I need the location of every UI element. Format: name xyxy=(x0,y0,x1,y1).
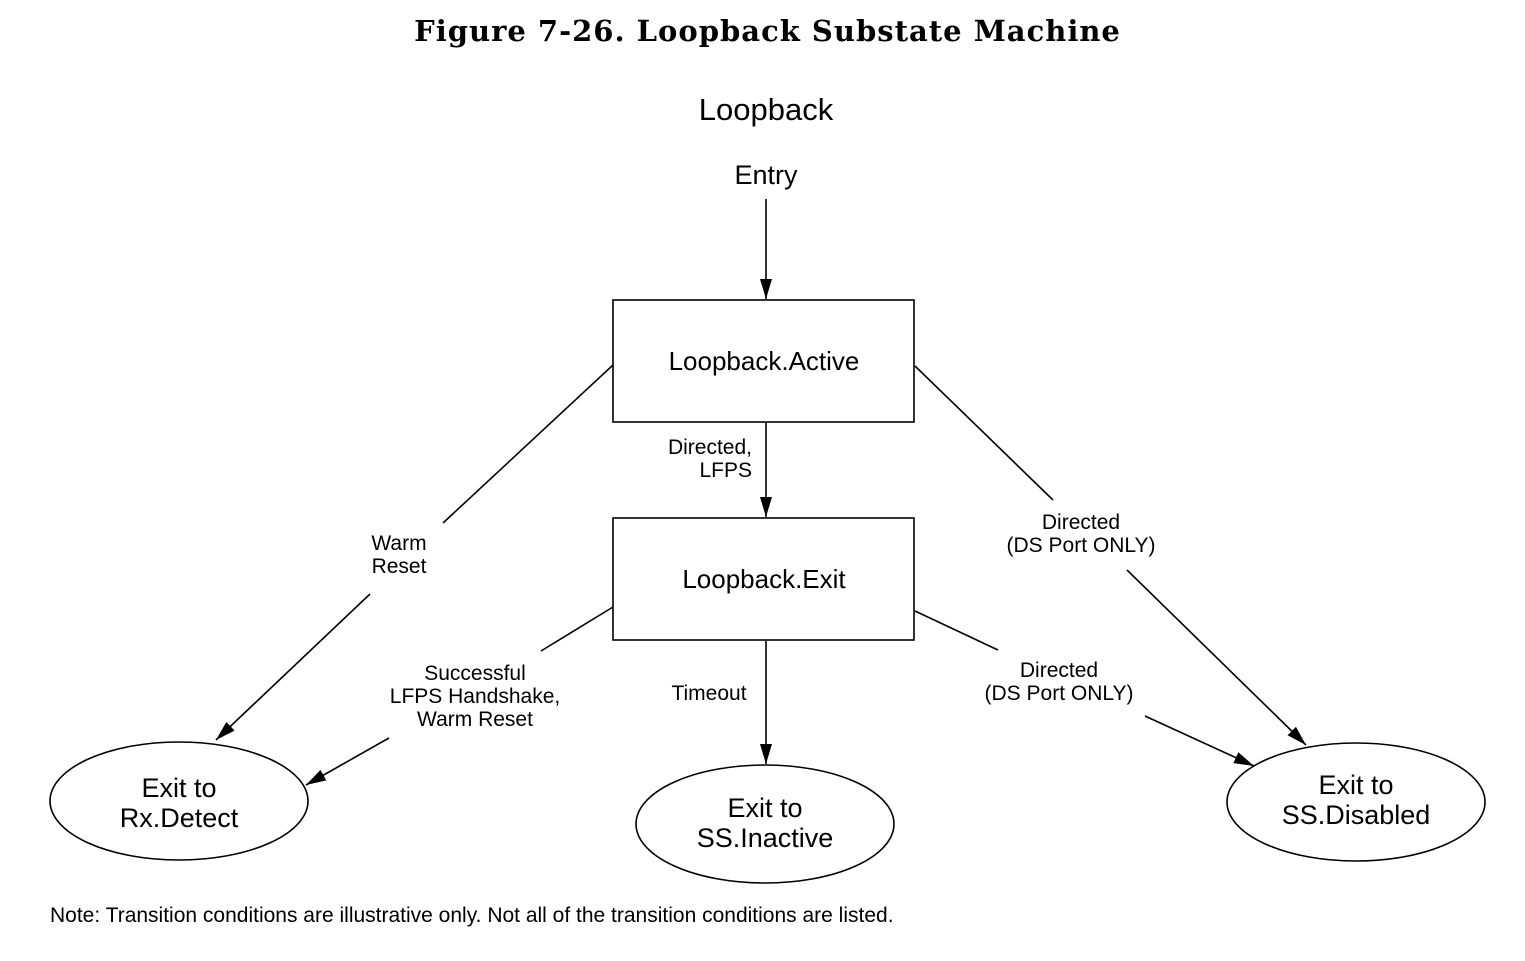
arrow-active-to-ss-disabled-lower xyxy=(1126,569,1307,746)
exit-rx-detect-line2: Rx.Detect xyxy=(120,803,239,833)
entry-label: Entry xyxy=(734,160,798,190)
arrow-exit-to-ss-disabled-lower xyxy=(1144,715,1255,767)
exit-ss-inactive-line1: Exit to xyxy=(727,793,802,823)
exit-ss-inactive xyxy=(635,764,895,884)
arrow-exit-to-rx-detect-lower xyxy=(305,737,390,786)
exit-rx-detect xyxy=(49,741,309,861)
label-exit-to-rx-detect-line3: Warm Reset xyxy=(417,708,533,731)
label-active-to-exit-line2: LFPS xyxy=(699,459,752,482)
arrow-exit-to-ss-disabled-upper xyxy=(914,610,999,651)
label-exit-to-rx-detect-line1: Successful xyxy=(424,662,526,685)
exit-ss-disabled-line1: Exit to xyxy=(1318,770,1393,800)
diagram-title: Loopback xyxy=(699,92,834,127)
exit-ss-disabled xyxy=(1226,742,1486,862)
label-active-to-ss-disabled-line1: Directed xyxy=(1042,511,1120,534)
label-warm-reset-line2: Reset xyxy=(372,555,427,578)
label-exit-to-rx-detect-line2: LFPS Handshake, xyxy=(390,685,560,708)
state-loopback-active-label: Loopback.Active xyxy=(669,346,860,376)
arrow-active-to-ss-disabled-upper xyxy=(914,365,1054,501)
figure-caption: Figure 7-26. Loopback Substate Machine xyxy=(414,14,1121,48)
label-timeout: Timeout xyxy=(671,682,746,705)
state-loopback-active xyxy=(612,299,915,423)
label-active-to-exit-line1: Directed, xyxy=(668,436,752,459)
label-warm-reset-line1: Warm xyxy=(371,532,426,555)
exit-ss-disabled-line2: SS.Disabled xyxy=(1282,800,1431,830)
label-exit-to-ss-disabled-line2: (DS Port ONLY) xyxy=(985,682,1134,705)
arrow-active-to-rx-detect-upper xyxy=(442,364,614,524)
exit-ss-inactive-line2: SS.Inactive xyxy=(697,823,834,853)
state-loopback-exit-label: Loopback.Exit xyxy=(682,564,846,594)
state-loopback-exit xyxy=(612,517,915,641)
exit-rx-detect-line1: Exit to xyxy=(141,773,216,803)
label-active-to-ss-disabled-line2: (DS Port ONLY) xyxy=(1007,534,1156,557)
arrow-active-to-rx-detect-lower xyxy=(215,593,371,741)
label-exit-to-ss-disabled-line1: Directed xyxy=(1020,659,1098,682)
arrow-exit-to-rx-detect-upper xyxy=(540,606,614,652)
footnote: Note: Transition conditions are illustra… xyxy=(50,904,894,927)
